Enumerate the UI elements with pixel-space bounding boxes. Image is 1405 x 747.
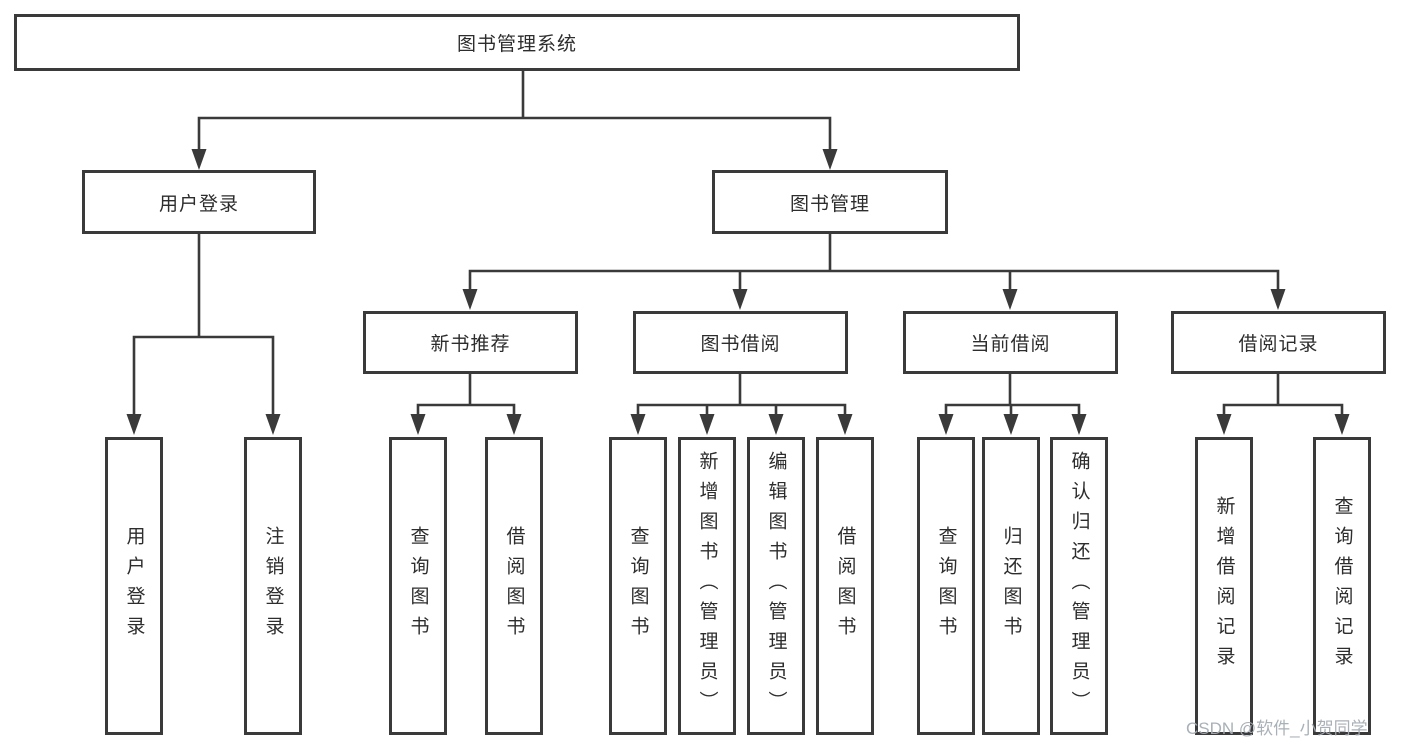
edge-current-borrow-branch [944, 374, 1081, 416]
arrowhead [1270, 289, 1286, 310]
leaf-query-books: 查询图书 [609, 437, 667, 735]
node-borrow-records: 借阅记录 [1171, 311, 1386, 374]
node-label: 新增借阅记录 [1213, 496, 1235, 676]
node-label: 图书管理 [789, 193, 870, 215]
arrowhead [630, 414, 646, 435]
leaf-add-borrow-record: 新增借阅记录 [1195, 437, 1253, 735]
arrowhead [462, 289, 478, 310]
node-new-book-recommend: 新书推荐 [363, 311, 578, 374]
arrowhead [768, 414, 784, 435]
leaf-logout: 注销登录 [244, 437, 302, 735]
node-current-borrow: 当前借阅 [903, 311, 1118, 374]
node-label: 新书推荐 [430, 334, 511, 355]
node-label: 查询借阅记录 [1331, 496, 1353, 676]
edge-root-to-level2 [197, 70, 832, 150]
node-label: 图书借阅 [700, 334, 781, 355]
leaf-return-books: 归还图书 [982, 437, 1040, 735]
node-library-management-system: 图书管理系统 [14, 14, 1020, 71]
watermark: CSDN @软件_小贺同学 [1186, 719, 1368, 738]
node-label: 编辑图书（管理员） [765, 451, 787, 721]
node-label: 归还图书 [1000, 526, 1022, 646]
node-label: 用户登录 [158, 193, 239, 215]
arrowhead [699, 414, 715, 435]
arrowhead [1002, 289, 1018, 310]
node-label: 注销登录 [262, 526, 284, 646]
node-user-login: 用户登录 [82, 170, 316, 234]
node-label: 借阅图书 [503, 526, 525, 646]
arrowhead [126, 414, 142, 435]
leaf-query-borrow-record: 查询借阅记录 [1313, 437, 1371, 735]
edge-book-borrow-branch [636, 374, 847, 416]
node-label: 确认归还（管理员） [1068, 451, 1090, 721]
leaf-query-books: 查询图书 [917, 437, 975, 735]
leaf-user-login: 用户登录 [105, 437, 163, 735]
node-label: 查询图书 [935, 526, 957, 646]
arrowhead [822, 149, 838, 170]
arrowhead [1003, 414, 1019, 435]
arrowhead [732, 289, 748, 310]
node-label: 查询图书 [407, 526, 429, 646]
arrowhead [265, 414, 281, 435]
node-label: 当前借阅 [970, 334, 1051, 355]
arrowhead [506, 414, 522, 435]
leaf-confirm-return-admin: 确认归还（管理员） [1050, 437, 1108, 735]
edge-new-book-branch [416, 374, 516, 416]
leaf-borrow-books: 借阅图书 [816, 437, 874, 735]
leaf-query-books: 查询图书 [389, 437, 447, 735]
node-label: 图书管理系统 [456, 34, 577, 55]
node-label: 用户登录 [123, 526, 145, 646]
arrowhead [1216, 414, 1232, 435]
leaf-borrow-books: 借阅图书 [485, 437, 543, 735]
leaf-add-books-admin: 新增图书（管理员） [678, 437, 736, 735]
node-label: 借阅记录 [1238, 334, 1319, 355]
arrowhead [837, 414, 853, 435]
node-book-management: 图书管理 [712, 170, 948, 234]
leaf-edit-books-admin: 编辑图书（管理员） [747, 437, 805, 735]
arrowhead [938, 414, 954, 435]
edge-borrow-records-branch [1222, 374, 1344, 416]
node-label: 新增图书（管理员） [696, 451, 718, 721]
edge-book-management-to-level3 [468, 234, 1280, 291]
node-label: 借阅图书 [834, 526, 856, 646]
arrowhead [1334, 414, 1350, 435]
edge-user-login-branch [132, 234, 275, 416]
arrowhead [410, 414, 426, 435]
arrowhead [191, 149, 207, 170]
arrowhead [1071, 414, 1087, 435]
node-label: 查询图书 [627, 526, 649, 646]
node-book-borrow: 图书借阅 [633, 311, 848, 374]
